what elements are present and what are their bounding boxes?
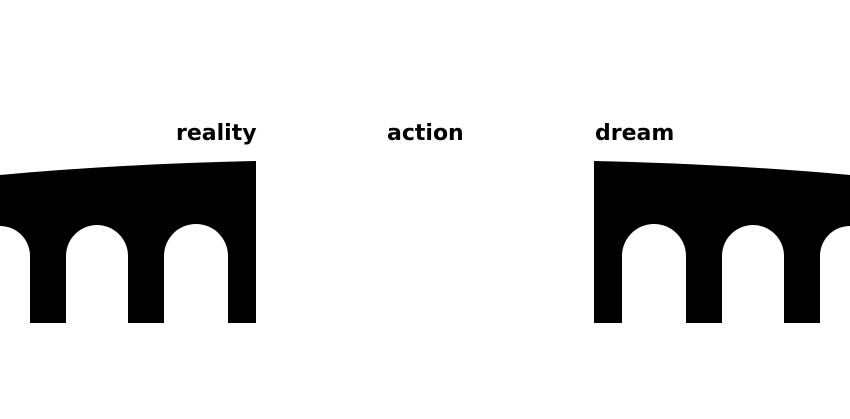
left-bridge-half: [0, 161, 256, 323]
action-label: action: [387, 121, 464, 146]
reality-label: reality: [176, 121, 257, 146]
right-bridge-half: [594, 161, 850, 323]
dream-label: dream: [595, 121, 675, 146]
